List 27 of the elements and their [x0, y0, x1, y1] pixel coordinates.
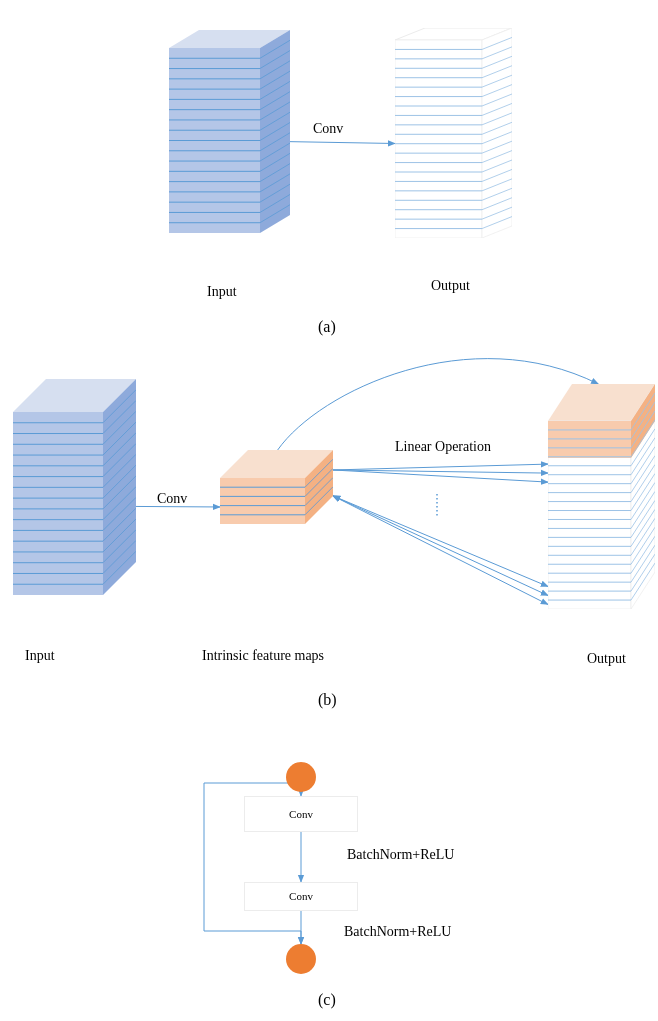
edge-label: Conv: [156, 492, 189, 506]
edge-label: BatchNorm+ReLU: [343, 925, 453, 939]
panel-label: (c): [318, 990, 336, 1011]
block-label: Input: [207, 283, 237, 301]
process-box: Conv: [244, 796, 358, 832]
arrow: [297, 831, 305, 883]
block-label: Output: [587, 650, 626, 668]
block-label: Output: [431, 277, 470, 295]
process-box: Conv: [244, 882, 358, 911]
arrow: [203, 782, 305, 945]
feature-map-block: [13, 379, 136, 595]
arrow: [277, 358, 600, 451]
arrow: [289, 140, 396, 147]
arrow: [332, 461, 549, 471]
edge-label: Linear Operation: [394, 440, 492, 454]
edge-label: BatchNorm+ReLU: [346, 848, 456, 862]
feature-map-block: [169, 30, 290, 233]
panel-label: (b): [318, 690, 337, 711]
feature-map-block: [395, 28, 512, 238]
feature-map-block: [548, 384, 655, 609]
edge-label: Conv: [312, 122, 345, 136]
panel-label: (a): [318, 317, 336, 338]
feature-map-block: [220, 450, 333, 524]
arrow: [135, 503, 221, 511]
block-label: Intrinsic feature maps: [202, 647, 325, 665]
arrow: [332, 469, 549, 485]
block-label: Input: [25, 647, 55, 665]
